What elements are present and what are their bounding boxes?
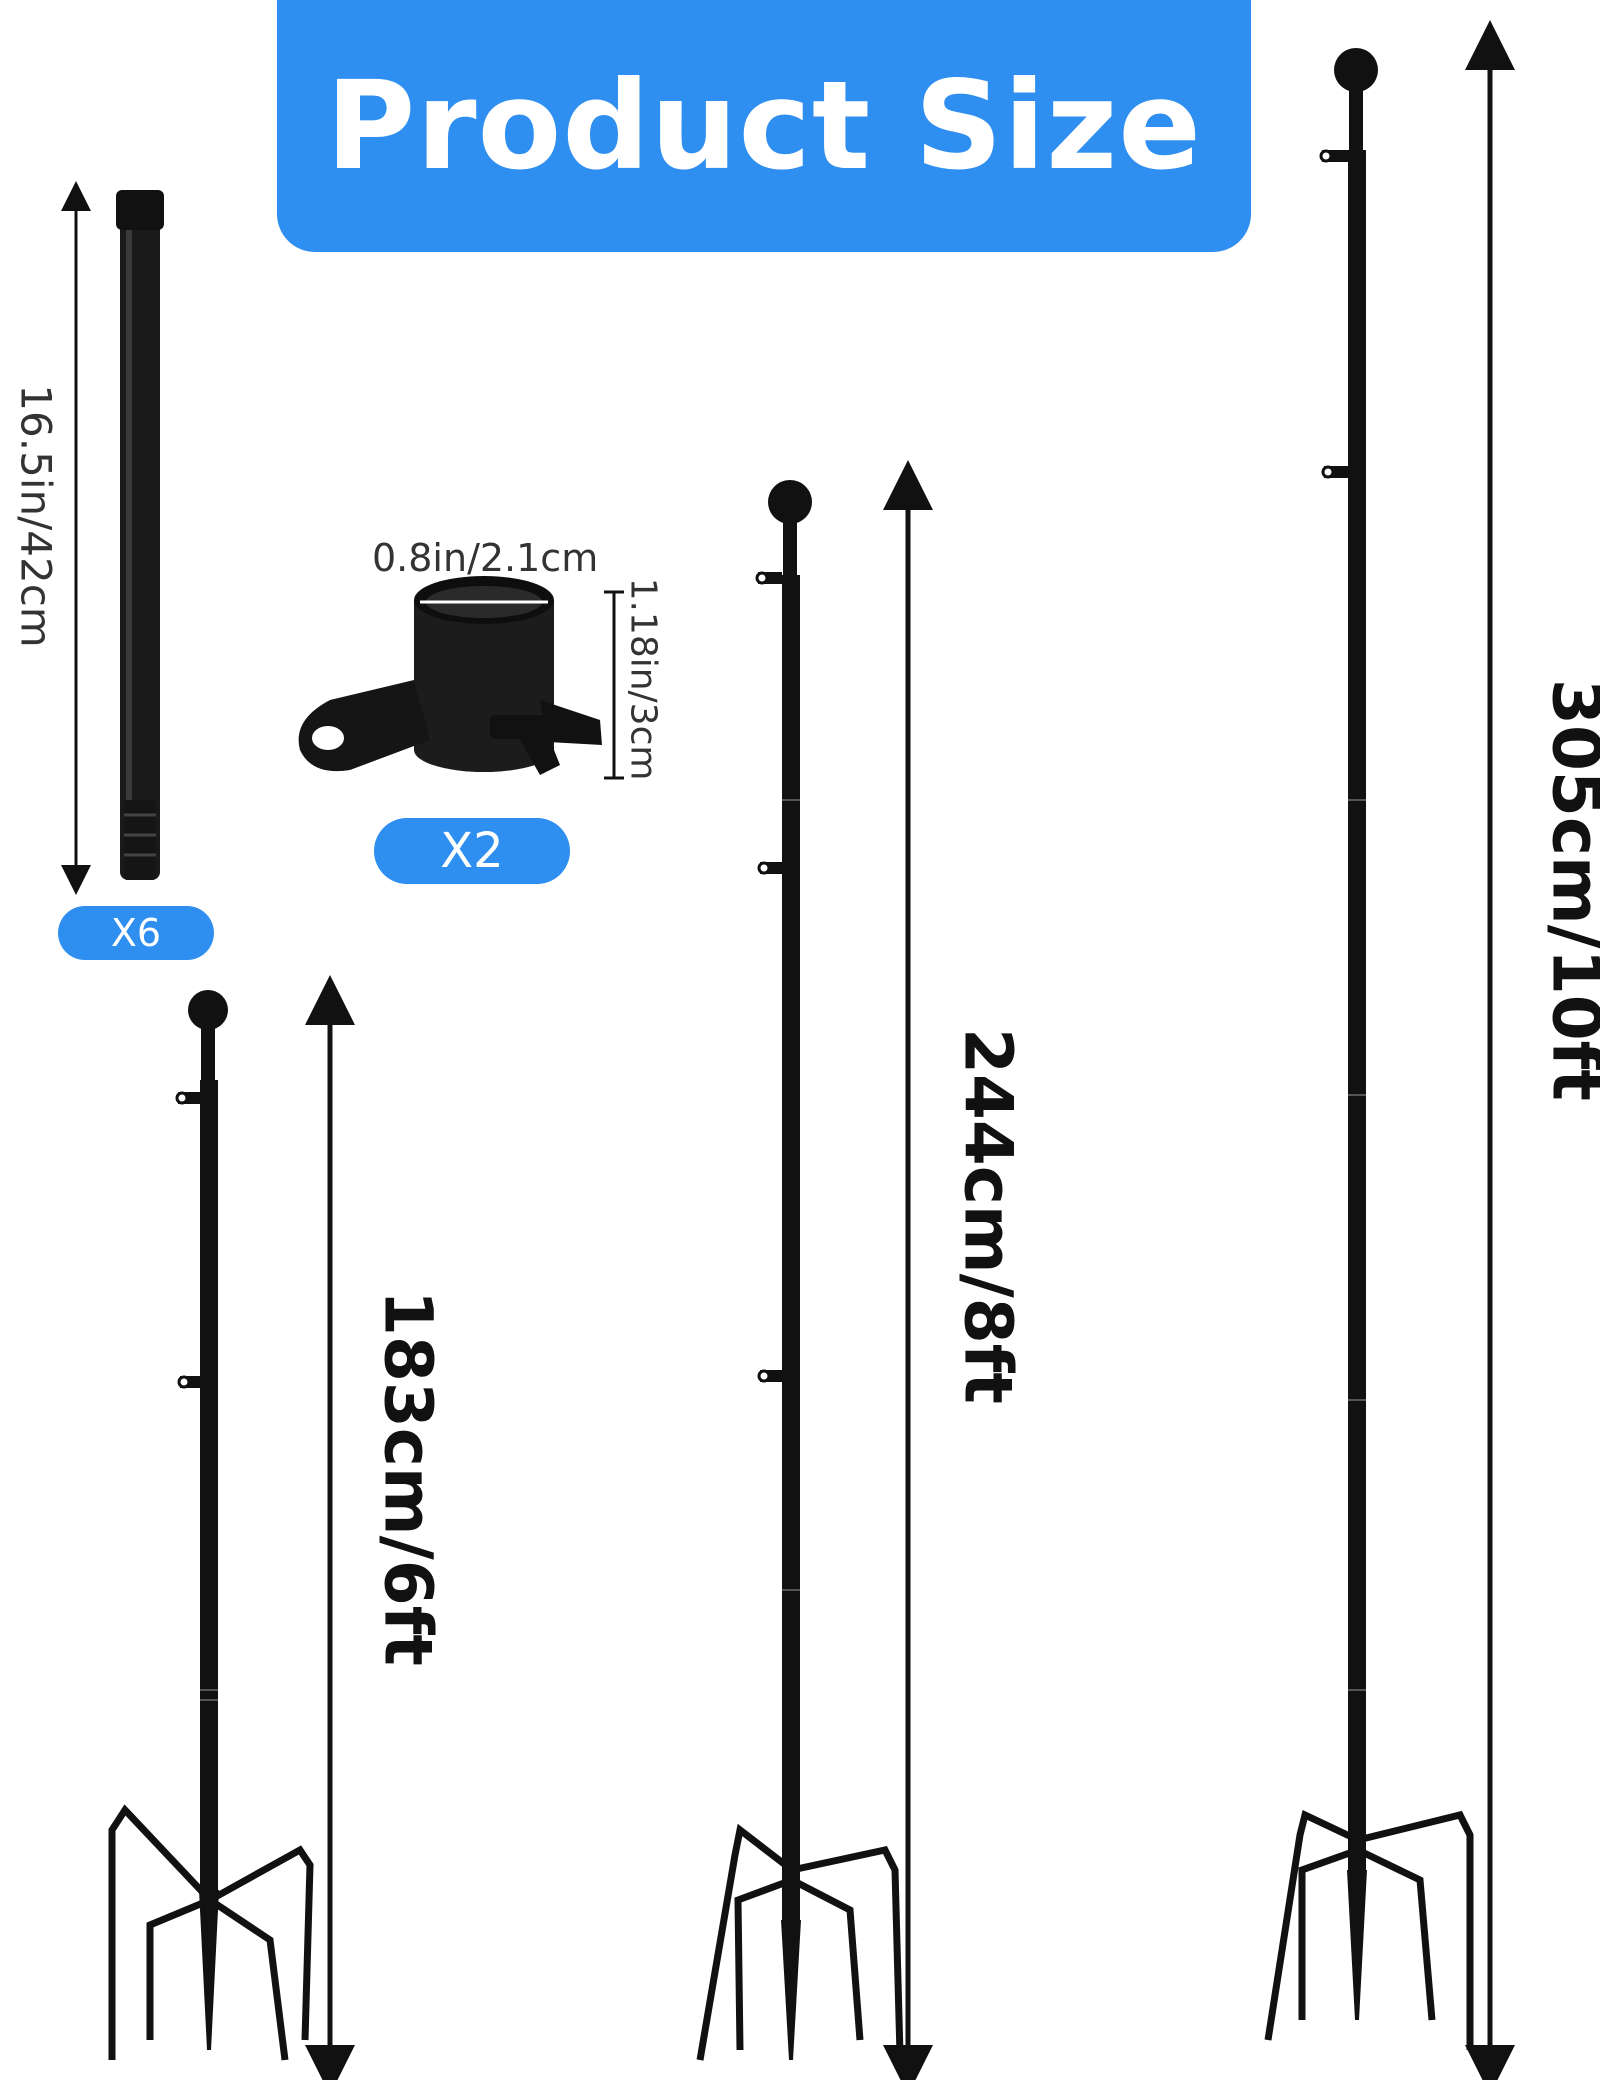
pole-305cm	[1264, 48, 1474, 2050]
clamp-height-arrow	[604, 590, 624, 780]
header-banner: Product Size	[277, 0, 1251, 252]
pole-244cm	[696, 480, 904, 2061]
extension-rod	[116, 190, 164, 880]
rod-quantity-badge: X6	[58, 906, 214, 960]
page-title: Product Size	[325, 55, 1203, 197]
pole-305cm-height-label: 305cm/10ft	[1537, 679, 1600, 1101]
clamp-quantity-badge: X2	[374, 818, 570, 884]
rod-length-label: 16.5in/42cm	[11, 384, 61, 648]
pole-183cm-height-label: 183cm/6ft	[369, 1290, 447, 1666]
pole-183cm	[108, 990, 314, 2061]
clamp-diameter-label: 0.8in/2.1cm	[372, 536, 599, 580]
clamp-bracket	[298, 576, 602, 775]
pole-244cm-height-label: 244cm/8ft	[949, 1028, 1027, 1404]
clamp-height-label: 1.18in/3cm	[622, 577, 664, 781]
